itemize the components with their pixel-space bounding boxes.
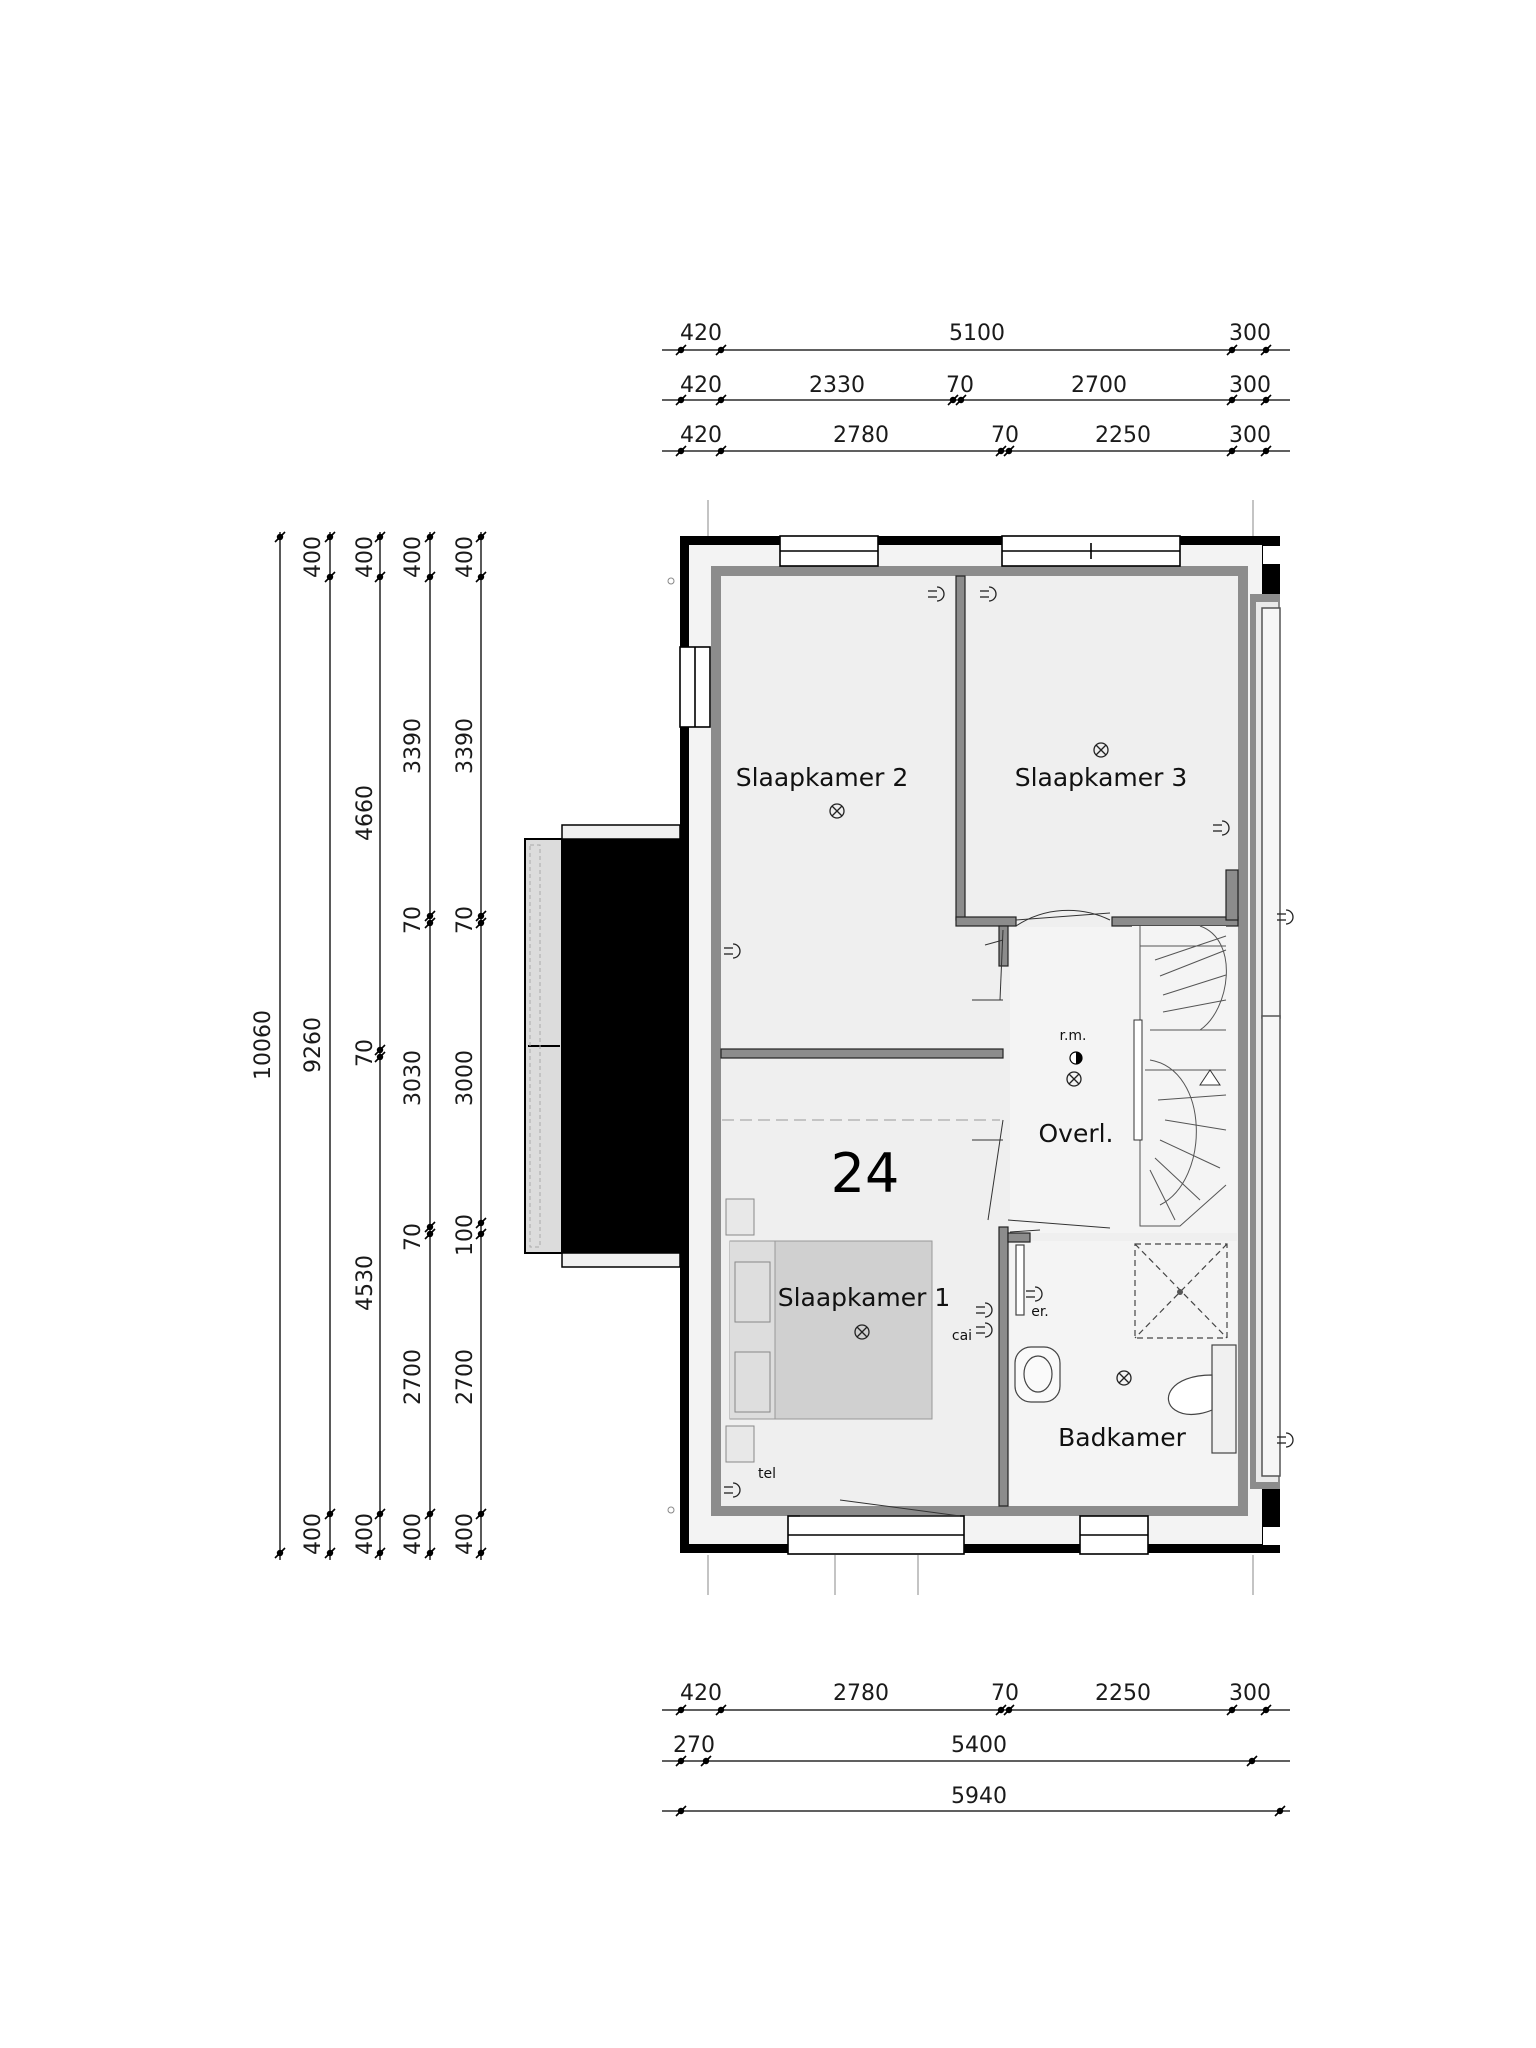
dimension-left-col-5: 400 3390 70 3000 100 2700 400 (453, 531, 487, 1560)
dimension-left-col-1: 10060 (251, 531, 286, 1560)
dim-value: 400 (453, 1513, 478, 1555)
dim-value: 300 (1229, 1681, 1271, 1706)
drain-icon (1177, 1289, 1183, 1295)
dim-value: 3390 (453, 718, 478, 774)
dim-value: 400 (453, 536, 478, 578)
dim-value: 70 (991, 1681, 1019, 1706)
dim-value: 300 (1229, 321, 1271, 346)
room-label-slaapkamer-3: Slaapkamer 3 (1015, 763, 1188, 792)
dimension-bottom-row-1: 420 2780 70 2250 300 (662, 1681, 1290, 1716)
label-er: er. (1031, 1304, 1049, 1320)
room-floors (722, 577, 1237, 1506)
dim-value: 420 (680, 321, 722, 346)
dim-value: 270 (673, 1733, 715, 1758)
dimension-top-row-3: 420 2780 70 2250 300 (662, 423, 1290, 457)
label-rm: r.m. (1059, 1028, 1086, 1044)
dimension-left-col-2: 400 9260 400 (301, 531, 336, 1560)
dim-value: 2700 (1071, 373, 1127, 398)
dim-value: 400 (353, 1513, 378, 1555)
electrical-symbols (723, 586, 1294, 1498)
windows (679, 535, 1181, 1555)
dim-value: 2700 (401, 1349, 426, 1405)
stair (1132, 925, 1227, 1232)
dim-value: 70 (991, 423, 1019, 448)
dim-value: 2250 (1095, 423, 1151, 448)
dim-value: 400 (401, 1513, 426, 1555)
dim-value: 420 (680, 373, 722, 398)
dim-value: 2780 (833, 1681, 889, 1706)
dim-value: 3390 (401, 718, 426, 774)
dim-value: 9260 (301, 1017, 326, 1073)
dimension-bottom-row-3: 5940 (662, 1784, 1290, 1817)
dim-value: 100 (453, 1214, 478, 1256)
label-cai: cai (952, 1328, 972, 1344)
dim-value: 400 (301, 1513, 326, 1555)
bed (725, 1198, 933, 1463)
dim-value: 70 (401, 906, 426, 934)
dim-value: 70 (946, 373, 974, 398)
dim-value: 2330 (809, 373, 865, 398)
dim-value: 70 (401, 1223, 426, 1251)
dim-value: 2780 (833, 423, 889, 448)
room-label-slaapkamer-1: Slaapkamer 1 (778, 1283, 951, 1312)
dim-value: 2700 (453, 1349, 478, 1405)
interior-walls (720, 575, 1239, 1507)
dimension-top-row-1: 420 5100 300 (662, 321, 1290, 356)
dimension-top-row-2: 420 2330 70 2700 300 (662, 373, 1290, 406)
label-tel: tel (758, 1466, 776, 1482)
dormer (524, 824, 681, 1268)
dim-value: 5100 (949, 321, 1005, 346)
room-label-slaapkamer-2: Slaapkamer 2 (736, 763, 909, 792)
dimension-bottom-row-2: 270 5400 (662, 1733, 1290, 1767)
dim-value: 5400 (951, 1733, 1007, 1758)
dim-value: 3030 (401, 1050, 426, 1106)
dim-value: 420 (680, 423, 722, 448)
dim-value: 400 (401, 536, 426, 578)
dim-value: 3000 (453, 1050, 478, 1106)
dim-value: 4530 (353, 1255, 378, 1311)
room-label-overloop: Overl. (1038, 1119, 1113, 1148)
dim-value: 420 (680, 1681, 722, 1706)
dim-value: 300 (1229, 423, 1271, 448)
dim-value: 300 (1229, 373, 1271, 398)
grid-lines (667, 500, 1254, 1595)
dim-value: 5940 (951, 1784, 1007, 1809)
bathroom-fixtures (1014, 1243, 1237, 1454)
dimension-left-col-4: 400 3390 70 3030 70 2700 400 (401, 531, 436, 1560)
doors (800, 909, 1111, 1517)
dim-value: 2250 (1095, 1681, 1151, 1706)
unit-number: 24 (831, 1142, 900, 1205)
dim-value: 400 (353, 536, 378, 578)
dim-value: 70 (453, 906, 478, 934)
smoke-detector-icon (1069, 1051, 1083, 1065)
dim-value: 10060 (251, 1010, 276, 1080)
dim-value: 70 (353, 1039, 378, 1067)
dim-value: 400 (301, 536, 326, 578)
dimension-left-col-3: 400 4660 70 4530 400 (353, 531, 386, 1560)
dim-value: 4660 (353, 785, 378, 841)
room-label-badkamer: Badkamer (1058, 1423, 1186, 1452)
